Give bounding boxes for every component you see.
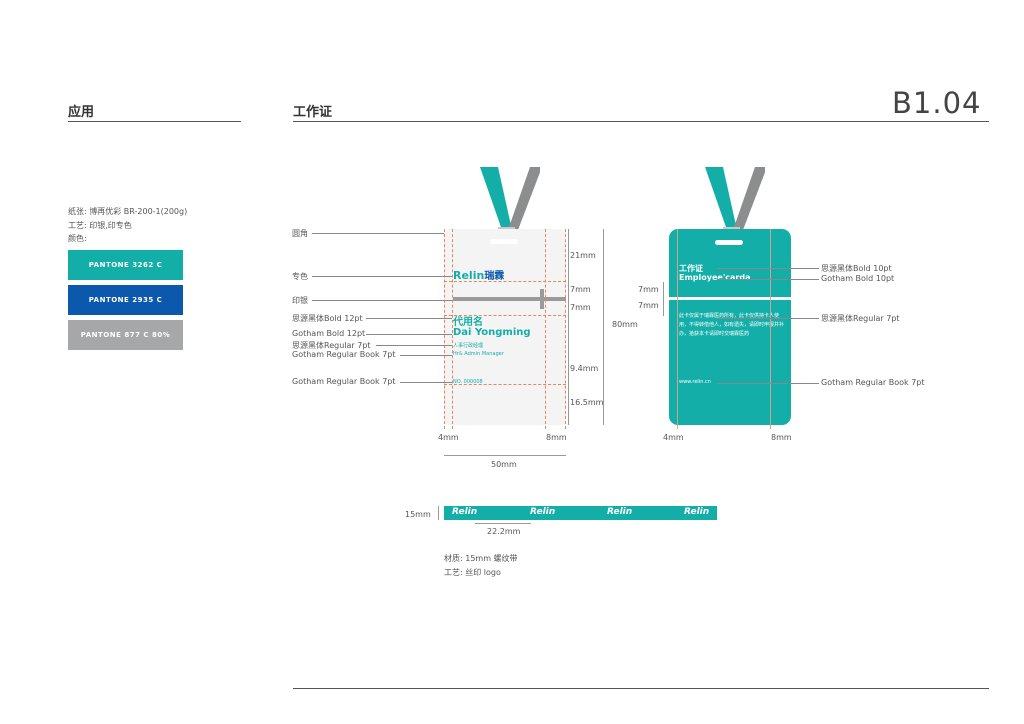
website-url: www.relin.cn bbox=[679, 379, 711, 385]
lanyard-process: 工艺: 丝印 logo bbox=[444, 568, 501, 577]
dim-line bbox=[475, 523, 531, 524]
dim-label: 9.4mm bbox=[570, 364, 599, 373]
divider bbox=[68, 121, 241, 122]
guide bbox=[452, 229, 453, 429]
lanyard-logo: Relin bbox=[684, 507, 710, 517]
leader-line bbox=[366, 318, 452, 319]
guide bbox=[770, 229, 771, 429]
employee-number: NO. 000008 bbox=[453, 379, 483, 385]
leader-line bbox=[400, 355, 452, 356]
back-title-en: Employee'carda bbox=[679, 273, 751, 282]
role-en: Hr& Admin Manager bbox=[453, 351, 504, 357]
leader-line bbox=[312, 300, 452, 301]
dim-line-height bbox=[603, 229, 604, 425]
leader-line bbox=[376, 345, 452, 346]
annotation: 思源黑体Bold 10pt bbox=[821, 264, 892, 273]
dim-label: 21mm bbox=[570, 251, 596, 260]
annotation: 专色 bbox=[292, 272, 308, 281]
lanyard-logo: Relin bbox=[452, 507, 478, 517]
guide bbox=[545, 229, 546, 429]
page-title: 工作证 bbox=[293, 105, 333, 120]
swatch-gray: PANTONE 877 C 80% bbox=[68, 320, 183, 350]
annotation: Gotham Regular Book 7pt bbox=[292, 350, 396, 359]
annotation: 思源黑体Regular 7pt bbox=[292, 341, 371, 350]
back-title-cn: 工作证 bbox=[679, 264, 703, 273]
leader-line bbox=[312, 233, 444, 234]
dim-line bbox=[438, 506, 439, 520]
annotation: Gotham Bold 10pt bbox=[821, 274, 895, 283]
badge-front: Relin瑞霖 代用名 Dai Yongming 人事行政经理 Hr& Admi… bbox=[444, 229, 566, 425]
dim-label: 4mm bbox=[663, 433, 684, 442]
dim-label: 7mm bbox=[638, 285, 659, 294]
dim-line-width bbox=[444, 455, 566, 456]
lanyard-material: 材质: 15mm 螺纹带 bbox=[444, 554, 518, 563]
dim-label: 50mm bbox=[491, 460, 517, 469]
leader-line bbox=[312, 276, 452, 277]
annotation: 印银 bbox=[292, 296, 308, 305]
guide bbox=[444, 281, 566, 282]
annotation: Gotham Regular Book 7pt bbox=[821, 378, 925, 387]
leader-line bbox=[717, 383, 819, 384]
relin-logo: Relin瑞霖 bbox=[453, 269, 505, 282]
dim-line bbox=[663, 282, 664, 316]
lanyard-logo: Relin bbox=[530, 507, 556, 517]
leader-line bbox=[400, 382, 452, 383]
silver-stripe bbox=[453, 297, 566, 301]
annotation: 思源黑体Regular 7pt bbox=[821, 314, 900, 323]
process-spec: 工艺: 印银,印专色 bbox=[68, 221, 132, 230]
dim-label: 7mm bbox=[570, 303, 591, 312]
badge-back: 工作证 Employee'carda 此卡仅属于瑞霖医药所有，此卡仅供持卡人使用… bbox=[669, 229, 791, 425]
guide bbox=[444, 384, 566, 385]
lanyard-strip: Relin Relin Relin Relin bbox=[444, 506, 717, 520]
annotation: Gotham Regular Book 7pt bbox=[292, 377, 396, 386]
guide bbox=[444, 315, 566, 316]
leader-line bbox=[366, 334, 452, 335]
slot-hole bbox=[715, 240, 743, 245]
guide bbox=[444, 229, 445, 429]
page-code: B1.04 bbox=[892, 86, 982, 120]
slot-hole bbox=[490, 239, 518, 244]
footer-divider bbox=[293, 688, 989, 689]
dim-label: 22.2mm bbox=[487, 527, 521, 536]
annotation: 圆角 bbox=[292, 229, 308, 238]
name-en: Dai Yongming bbox=[453, 327, 531, 338]
leader-line bbox=[717, 318, 819, 319]
dim-label: 15mm bbox=[405, 510, 431, 519]
dim-line bbox=[568, 229, 569, 425]
swatch-teal: PANTONE 3262 C bbox=[68, 250, 183, 280]
name-cn: 代用名 bbox=[453, 317, 483, 328]
dim-label: 7mm bbox=[638, 301, 659, 310]
divider bbox=[293, 121, 989, 122]
dim-label: 80mm bbox=[612, 320, 638, 329]
dim-label: 8mm bbox=[546, 433, 567, 442]
annotation: 思源黑体Bold 12pt bbox=[292, 314, 363, 323]
dim-label: 7mm bbox=[570, 285, 591, 294]
leader-line bbox=[717, 279, 819, 280]
color-label: 颜色: bbox=[68, 234, 87, 243]
dim-label: 8mm bbox=[771, 433, 792, 442]
notice-text: 此卡仅属于瑞霖医药所有，此卡仅供持卡人使用，不得转借他人，如有遗失，请即时申报并… bbox=[679, 313, 785, 337]
silver-mark bbox=[540, 289, 544, 309]
leader-line bbox=[717, 268, 819, 269]
dim-label: 4mm bbox=[438, 433, 459, 442]
swatch-blue: PANTONE 2935 C bbox=[68, 285, 183, 315]
role-cn: 人事行政经理 bbox=[453, 343, 484, 349]
paper-spec: 纸张: 博再优彩 BR-200-1(200g) bbox=[68, 207, 188, 216]
section-title: 应用 bbox=[68, 105, 95, 120]
dim-label: 16.5mm bbox=[570, 398, 604, 407]
annotation: Gotham Bold 12pt bbox=[292, 329, 366, 338]
guide bbox=[677, 229, 678, 429]
guide bbox=[565, 229, 566, 429]
lanyard-logo: Relin bbox=[607, 507, 633, 517]
white-stripe bbox=[669, 297, 791, 300]
